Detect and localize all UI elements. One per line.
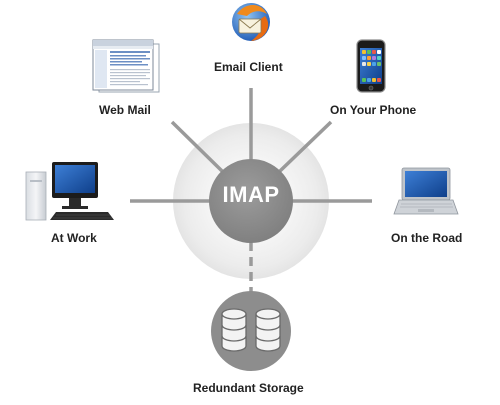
desktop-computer-icon [25,162,114,221]
database-icon [211,291,291,371]
browser-window-icon [92,39,160,93]
connector-web-mail [170,120,224,173]
web-mail-label: Web Mail [99,103,151,117]
connector-on-your-phone [278,120,333,173]
smartphone-icon [356,39,386,93]
database-cylinder-left [221,308,247,352]
mail-client-logo-icon [232,3,270,41]
laptop-icon [393,167,459,215]
email-client-label: Email Client [214,60,283,74]
hub-label: IMAP [222,182,280,207]
redundant-storage-label: Redundant Storage [193,381,304,395]
at-work-label: At Work [51,231,97,245]
database-cylinder-right [255,308,281,352]
on-your-phone-label: On Your Phone [330,103,417,117]
imap-hub [209,159,293,243]
on-the-road-label: On the Road [391,231,463,245]
